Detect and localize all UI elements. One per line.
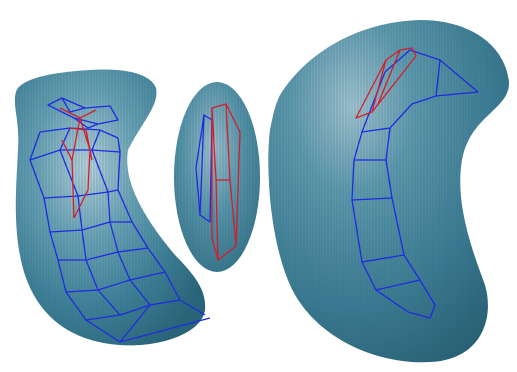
middle-shape	[170, 80, 265, 275]
right-shape	[265, 15, 515, 367]
